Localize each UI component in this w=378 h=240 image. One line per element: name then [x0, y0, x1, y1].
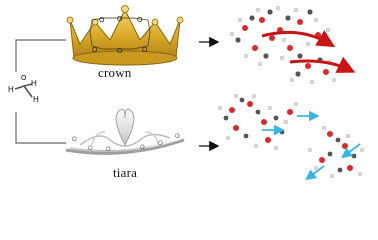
hop-arrow-d: [341, 143, 361, 159]
svg-text:O: O: [99, 17, 105, 24]
o-atom-label: O: [21, 75, 27, 82]
tiara-simulation-snapshot: [217, 93, 365, 181]
tiara-label: tiara: [113, 165, 138, 180]
tiara-illustration: O O O O O O: [65, 108, 185, 155]
bracket-connector: [15, 39, 66, 144]
h-atom-label: H: [8, 85, 14, 94]
water-molecule: H H H O: [8, 75, 39, 104]
transition-arrows: [199, 36, 220, 152]
crown-label: crown: [98, 65, 132, 80]
svg-text:O: O: [106, 147, 111, 153]
diagram-canvas: H H H O O O O O O O: [8, 5, 365, 181]
rotation-arrow-top: [261, 30, 336, 48]
svg-text:O: O: [140, 145, 145, 151]
svg-text:O: O: [92, 47, 98, 54]
svg-text:O: O: [137, 17, 143, 24]
h-atom-label: H: [31, 79, 37, 88]
diagram-svg: H H H O O O O O O O: [8, 5, 365, 181]
rotation-arrow-bottom: [289, 56, 356, 73]
svg-text:O: O: [88, 146, 93, 152]
svg-text:O: O: [142, 47, 148, 54]
svg-text:O: O: [117, 48, 123, 55]
svg-text:O: O: [158, 141, 163, 147]
hop-arrow-c: [305, 165, 325, 181]
crown-simulation-snapshot: [229, 5, 356, 85]
svg-text:O: O: [175, 134, 180, 140]
h-atom-label: H: [33, 95, 39, 104]
svg-text:O: O: [117, 16, 123, 23]
crown-illustration: O O O O O O: [66, 5, 184, 66]
svg-text:O: O: [72, 137, 77, 143]
